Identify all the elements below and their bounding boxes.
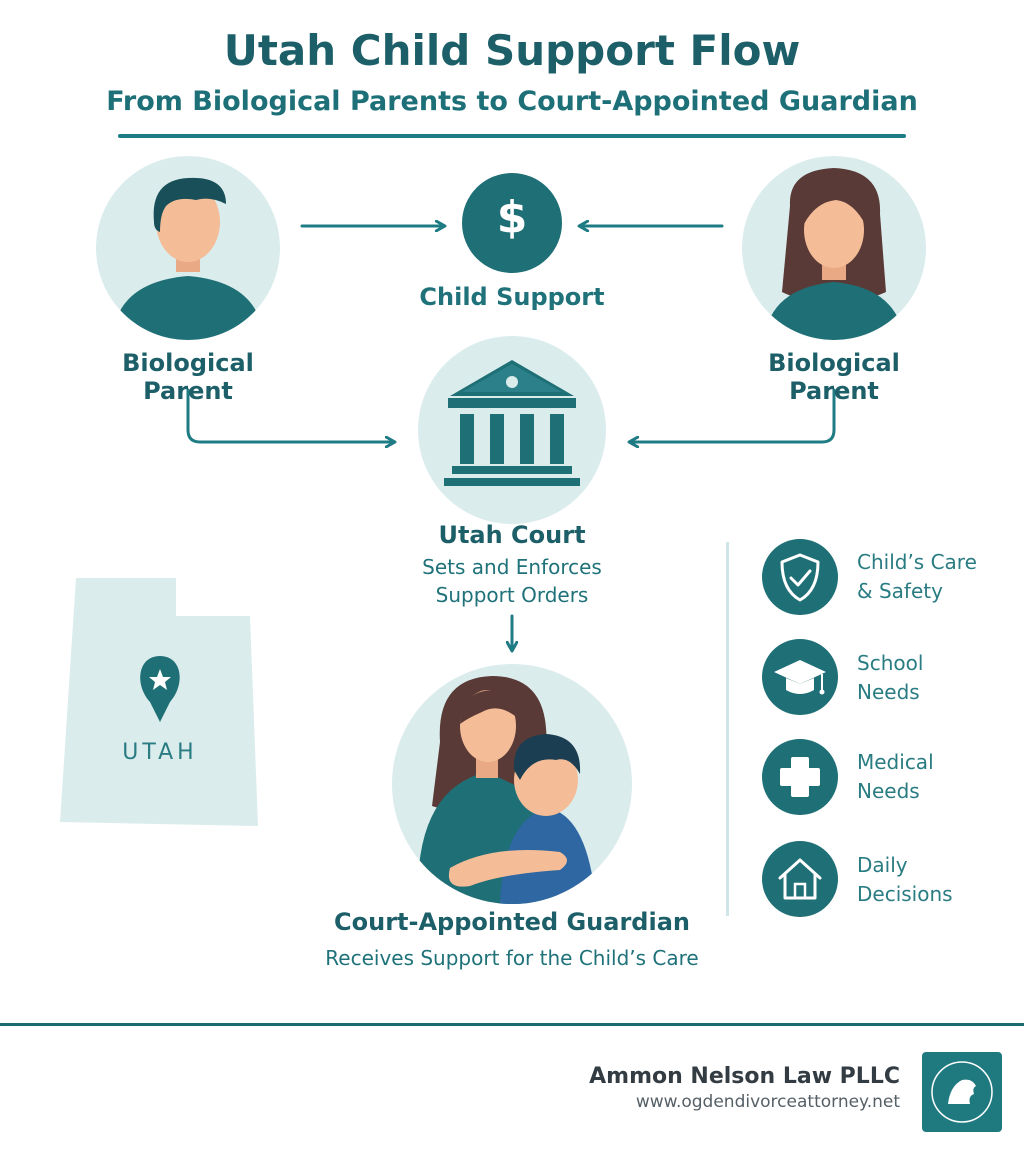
guardian-with-child-avatar: [392, 664, 632, 904]
dollar-icon: [462, 173, 562, 273]
biological-parent-left-avatar: [96, 156, 280, 340]
firm-name: Ammon Nelson Law PLLC: [589, 1064, 900, 1089]
utah-court-desc-line2: Support Orders: [435, 583, 589, 607]
firm-website-link[interactable]: www.ogdendivorceattorney.net: [635, 1092, 900, 1112]
benefit-care-safety: Child’s Care & Safety: [857, 550, 977, 603]
biological-parent-right-label: Biological Parent: [768, 349, 900, 405]
utah-map: [60, 578, 258, 826]
arrow-left-parent-to-court: [186, 388, 394, 442]
footer-rule: [0, 1023, 1024, 1026]
legend-divider: [726, 542, 729, 916]
benefit-daily-decisions: Daily Decisions: [857, 853, 953, 906]
utah-court-title: Utah Court: [438, 521, 586, 549]
flow-diagram: [60, 156, 926, 917]
page-title: Utah Child Support Flow: [223, 26, 801, 75]
biological-parent-right-avatar: [742, 156, 926, 340]
shield-check-icon: [762, 539, 838, 615]
page-subtitle: From Biological Parents to Court-Appoint…: [106, 86, 918, 117]
guardian-title: Court-Appointed Guardian: [334, 908, 690, 936]
guardian-description: Receives Support for the Child’s Care: [325, 946, 699, 970]
graduation-cap-icon: [762, 639, 838, 715]
biological-parent-left-label: Biological Parent: [122, 349, 254, 405]
benefit-school-needs: School Needs: [857, 651, 924, 704]
child-support-label: Child Support: [419, 283, 605, 311]
dollar-symbol: $: [496, 192, 528, 243]
medical-cross-icon: [762, 739, 838, 815]
firm-logo: [922, 1052, 1002, 1132]
benefit-medical-needs: Medical Needs: [857, 750, 934, 803]
title-underline: [118, 134, 906, 138]
arrow-right-parent-to-court: [630, 388, 836, 442]
house-icon: [762, 841, 838, 917]
courthouse-icon: [418, 336, 606, 524]
map-pin-star-icon: [140, 656, 180, 722]
utah-state-label: UTAH: [122, 740, 198, 765]
utah-court-desc-line1: Sets and Enforces: [422, 555, 602, 579]
